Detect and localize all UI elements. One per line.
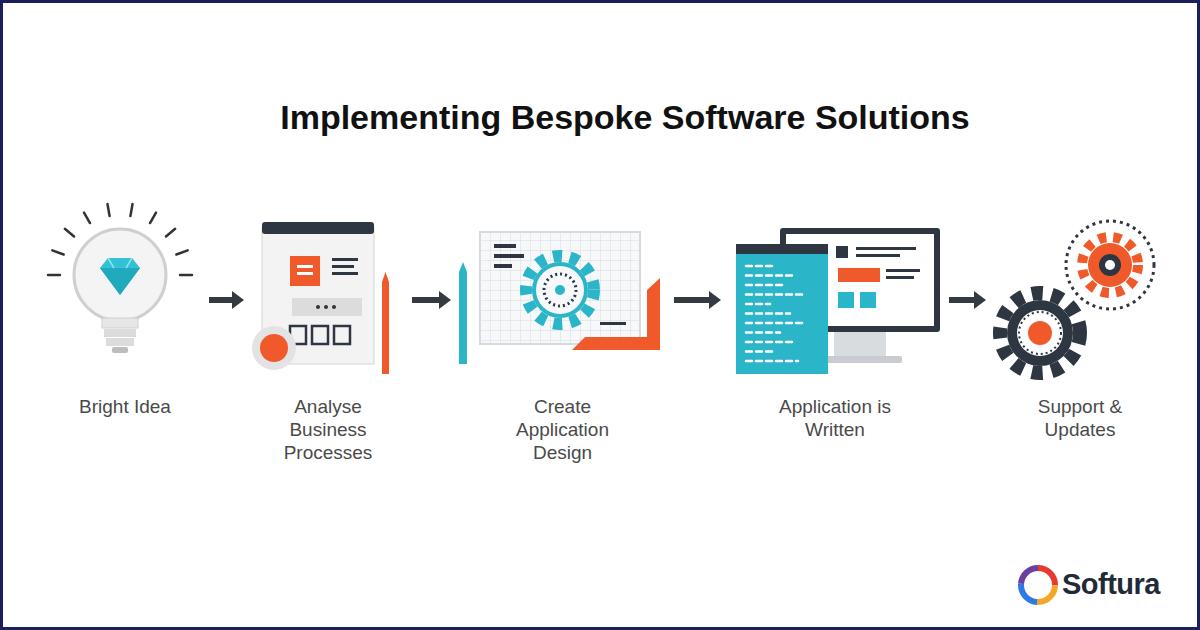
flow-arrow <box>674 291 721 309</box>
light-ray <box>84 213 90 223</box>
code-line <box>746 303 770 306</box>
light-ray <box>52 250 63 254</box>
step-label: Analyse Business Processes <box>258 395 398 464</box>
process-step: Analyse Business Processes <box>248 205 408 464</box>
brand-name: Softura <box>1062 568 1160 601</box>
code-line <box>746 331 780 334</box>
flow-arrow <box>412 291 451 309</box>
step-label: Create Application Design <box>493 395 633 464</box>
process-step: Create Application Design <box>455 205 670 464</box>
light-ray <box>166 229 175 237</box>
process-step: Support & Updates <box>990 205 1170 441</box>
code-line <box>746 293 806 296</box>
light-ray <box>48 274 60 277</box>
light-ray <box>150 213 156 223</box>
code-line <box>746 265 776 268</box>
design-icon <box>459 232 660 364</box>
code-line <box>746 312 790 315</box>
code-line <box>746 350 774 353</box>
document-icon <box>252 222 389 374</box>
code-line <box>746 274 796 277</box>
light-ray <box>130 204 132 216</box>
step-label: Bright Idea <box>55 395 195 418</box>
light-ray <box>107 204 109 216</box>
light-ray <box>176 250 187 254</box>
code-line <box>746 341 794 344</box>
gears-icon <box>1000 221 1154 373</box>
code-line <box>746 284 786 287</box>
step-label: Support & Updates <box>1010 395 1150 441</box>
bulb-icon <box>48 204 192 353</box>
code-line <box>746 322 802 325</box>
screen-icon <box>736 228 940 374</box>
flow-arrow <box>209 291 244 309</box>
diagram-title: Implementing Bespoke Software Solutions <box>0 98 1200 137</box>
step-label: Application is Written <box>765 395 905 441</box>
code-line <box>746 360 798 363</box>
light-ray <box>65 229 74 237</box>
flow-arrow <box>949 291 986 309</box>
logo-mark <box>1021 568 1055 602</box>
process-step: Application is Written <box>725 205 945 441</box>
light-ray <box>180 274 192 277</box>
process-step: Bright Idea <box>45 205 205 418</box>
